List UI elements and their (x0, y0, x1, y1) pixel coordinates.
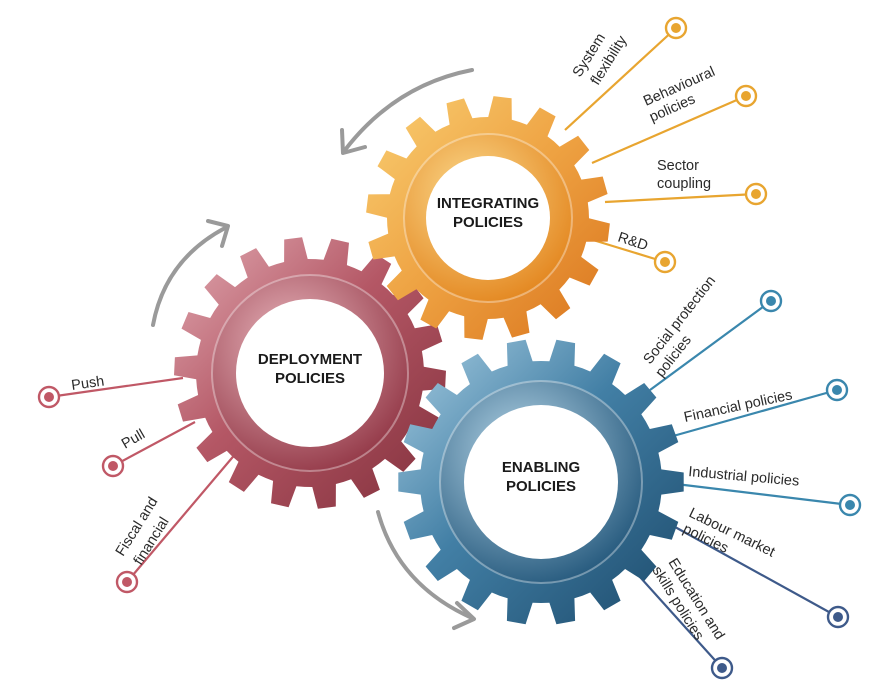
rotation-arrow-top-head (340, 128, 367, 155)
gear-integrating (366, 96, 610, 340)
sector-coupling-end-dot (751, 189, 761, 199)
label-industrial-policies: Industrial policies (688, 464, 800, 490)
rotation-arrow-top (343, 68, 474, 152)
label-push: Push (70, 374, 105, 394)
system-flexibility-end-dot (671, 23, 681, 33)
push-line (48, 376, 184, 399)
integrating-title-line1: INTEGRATING (437, 195, 539, 212)
education-skills-end-dot (717, 663, 727, 673)
fiscal-financial-end-dot (122, 577, 132, 587)
label-sector-coupling-2: coupling (657, 176, 711, 192)
rnd-line (592, 238, 666, 264)
enabling-title-line2: POLICIES (506, 478, 576, 495)
integrating-title-line2: POLICIES (453, 214, 523, 231)
pull-line (112, 421, 196, 467)
financial-policies-end-dot (832, 385, 842, 395)
social-protection-line (649, 300, 772, 391)
rotation-arrow-left-head (206, 219, 230, 248)
rnd-end-dot (660, 257, 670, 267)
fiscal-financial-line (126, 451, 238, 583)
deployment-gear-hub (236, 299, 384, 447)
behavioural-policies-line (591, 94, 747, 165)
push-end-dot (44, 392, 54, 402)
rotation-arrow-bottom (376, 510, 474, 620)
labour-market-line (665, 521, 839, 618)
integrating-gear-hub (426, 156, 550, 280)
labour-market-end-dot (833, 612, 843, 622)
behavioural-policies-end-dot (741, 91, 751, 101)
connector-lines (37, 16, 862, 680)
financial-policies-line (665, 388, 838, 440)
education-skills-line (629, 565, 723, 669)
gear-deployment (174, 237, 446, 509)
industrial-policies-line (675, 482, 851, 507)
system-flexibility-line (564, 27, 677, 131)
deployment-title-line1: DEPLOYMENT (258, 351, 362, 368)
label-sector-coupling-1: Sector (657, 158, 699, 174)
gear-enabling (398, 339, 684, 625)
pull-end-dot (108, 461, 118, 471)
sector-coupling-line (604, 192, 757, 204)
social-protection-end-dot (766, 296, 776, 306)
industrial-policies-end-dot (845, 500, 855, 510)
rotation-arrow-left (151, 226, 227, 327)
rotation-arrow-bottom-head (452, 601, 476, 630)
label-rnd: R&D (616, 230, 650, 255)
enabling-gear-hub (464, 405, 618, 559)
enabling-title-line1: ENABLING (502, 459, 580, 476)
deployment-title-line2: POLICIES (275, 370, 345, 387)
